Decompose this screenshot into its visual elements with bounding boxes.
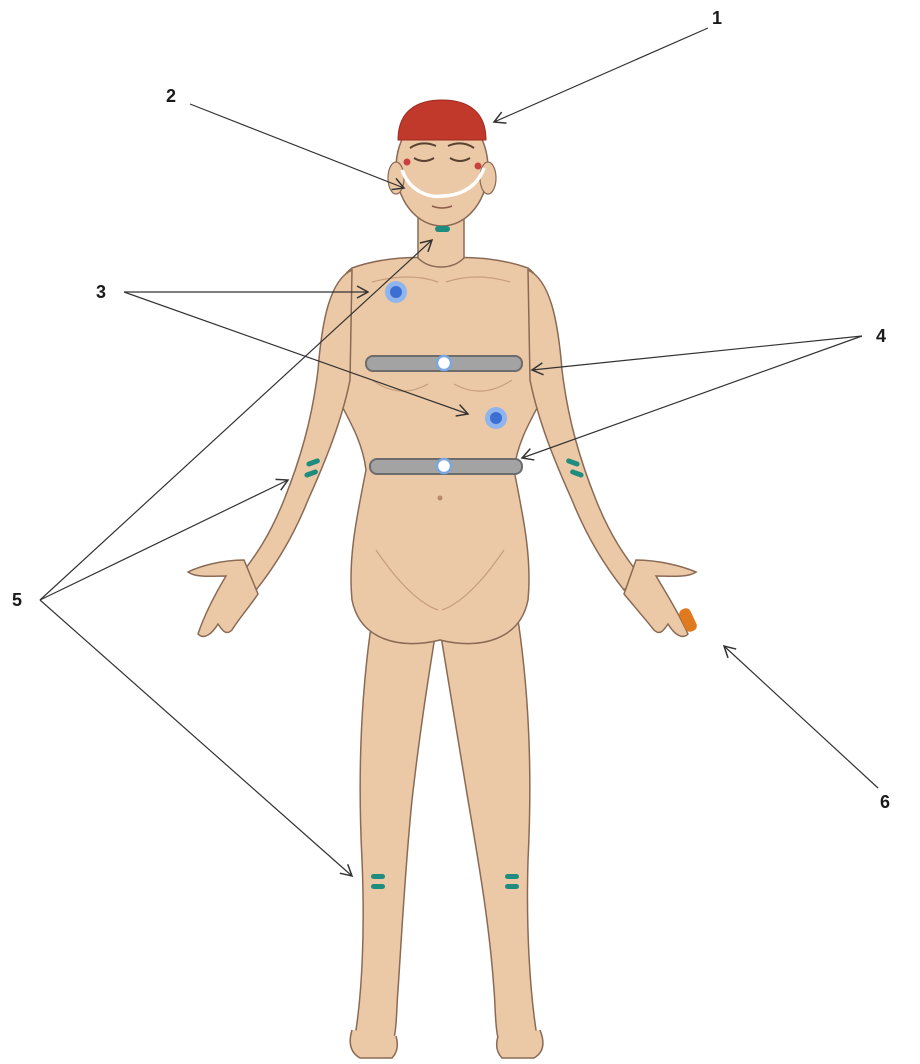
torso (324, 257, 556, 643)
callout-label-2: 2 (166, 86, 176, 106)
callout-label-6: 6 (880, 792, 890, 812)
left-arm (240, 270, 352, 590)
eeg-cap (398, 100, 486, 140)
callout-label-3: 3 (96, 282, 106, 302)
callout-label-4: 4 (876, 326, 886, 346)
left-hand (188, 560, 258, 636)
abdominal-belt (370, 459, 522, 474)
chin-emg-electrode (435, 226, 450, 232)
right-leg (440, 620, 537, 1054)
thoracic-belt (366, 356, 522, 371)
eog-electrode-right (475, 163, 482, 170)
arrow-1 (494, 28, 708, 122)
ecg-electrode-upper (385, 281, 407, 303)
ecg-electrode-lower (485, 407, 507, 429)
left-leg (355, 620, 436, 1054)
eog-electrode-left (404, 159, 411, 166)
arrow-5c (40, 600, 352, 876)
callout-label-1: 1 (712, 8, 722, 28)
arrow-4b (522, 336, 862, 458)
navel (438, 496, 443, 501)
arrow-6 (724, 646, 878, 788)
arrow-4a (532, 336, 862, 370)
right-ear (480, 162, 496, 194)
left-ear (388, 162, 404, 194)
arrow-2 (190, 104, 404, 188)
right-arm (528, 270, 640, 590)
callout-label-5: 5 (12, 590, 22, 610)
human-figure (188, 110, 696, 1058)
